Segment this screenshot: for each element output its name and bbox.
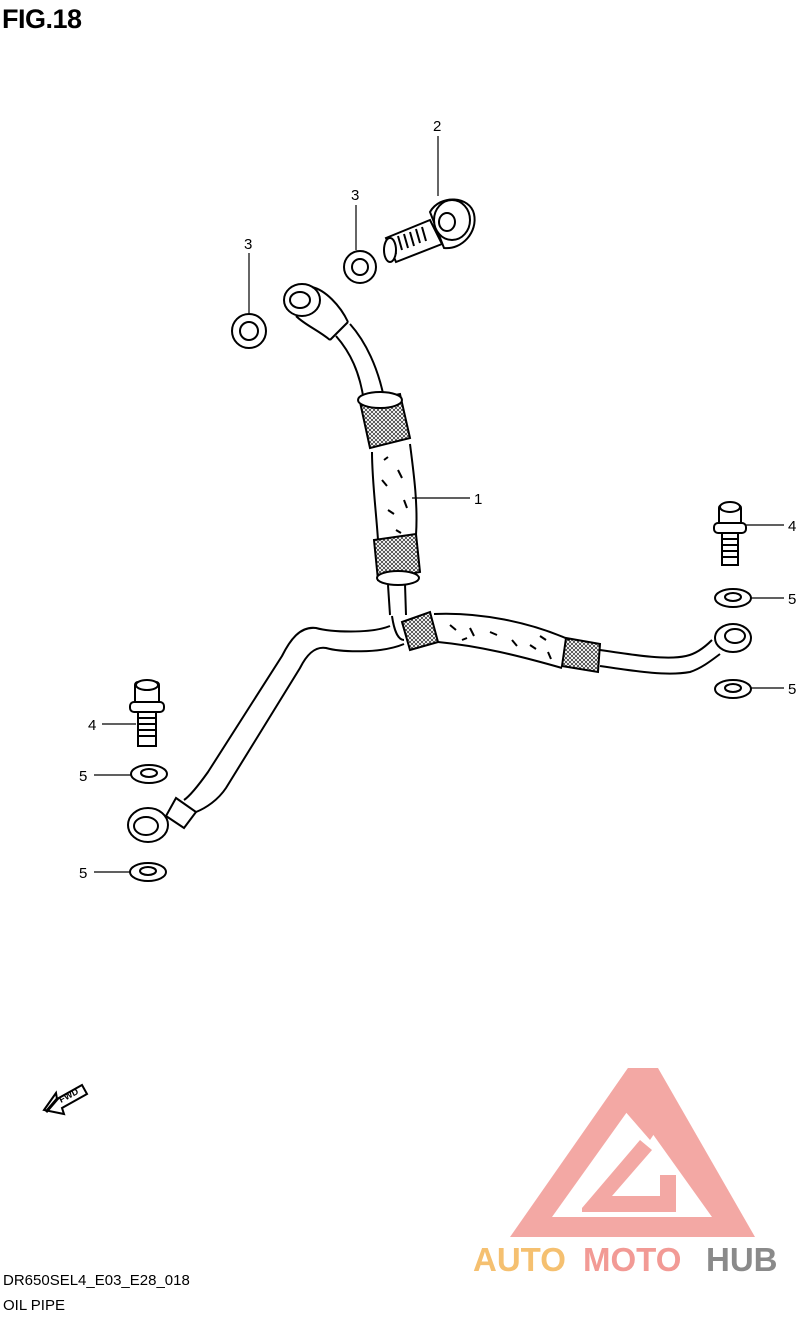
- diagram-name: OIL PIPE: [3, 1297, 65, 1314]
- bolt-left: [129, 679, 165, 747]
- callout-5-right-top: 5: [788, 591, 796, 608]
- union-bolt: [383, 198, 476, 264]
- fwd-arrow-icon: FWD: [42, 1083, 89, 1116]
- oil-pipe-assembly: [127, 283, 752, 843]
- leader-lines: [94, 136, 784, 873]
- watermark-hub: HUB: [706, 1241, 778, 1278]
- bolt-right: [713, 501, 747, 566]
- gasket-left: [231, 313, 267, 349]
- washer-right-top: [714, 588, 752, 608]
- callout-1: 1: [474, 491, 482, 508]
- diagram-code: DR650SEL4_E03_E28_018: [3, 1272, 190, 1289]
- washer-right-bottom: [714, 679, 752, 699]
- callout-5-left-bottom: 5: [79, 865, 87, 882]
- figure-title: FIG.18: [2, 4, 82, 34]
- watermark-auto: AUTO: [473, 1241, 566, 1278]
- callout-2: 2: [433, 118, 441, 135]
- gasket-upper: [343, 250, 377, 284]
- callout-3-upper: 3: [351, 187, 359, 204]
- watermark-text: AUTO MOTO HUB: [473, 1241, 778, 1278]
- washer-left-bottom: [129, 862, 167, 882]
- watermark-logo: [510, 1068, 755, 1237]
- washer-left-top: [130, 764, 168, 784]
- callout-3-left: 3: [244, 236, 252, 253]
- watermark-moto: MOTO: [583, 1241, 681, 1278]
- callout-5-left-top: 5: [79, 768, 87, 785]
- callout-5-right-bottom: 5: [788, 681, 796, 698]
- callout-4-left: 4: [88, 717, 96, 734]
- callout-4-right: 4: [788, 518, 796, 535]
